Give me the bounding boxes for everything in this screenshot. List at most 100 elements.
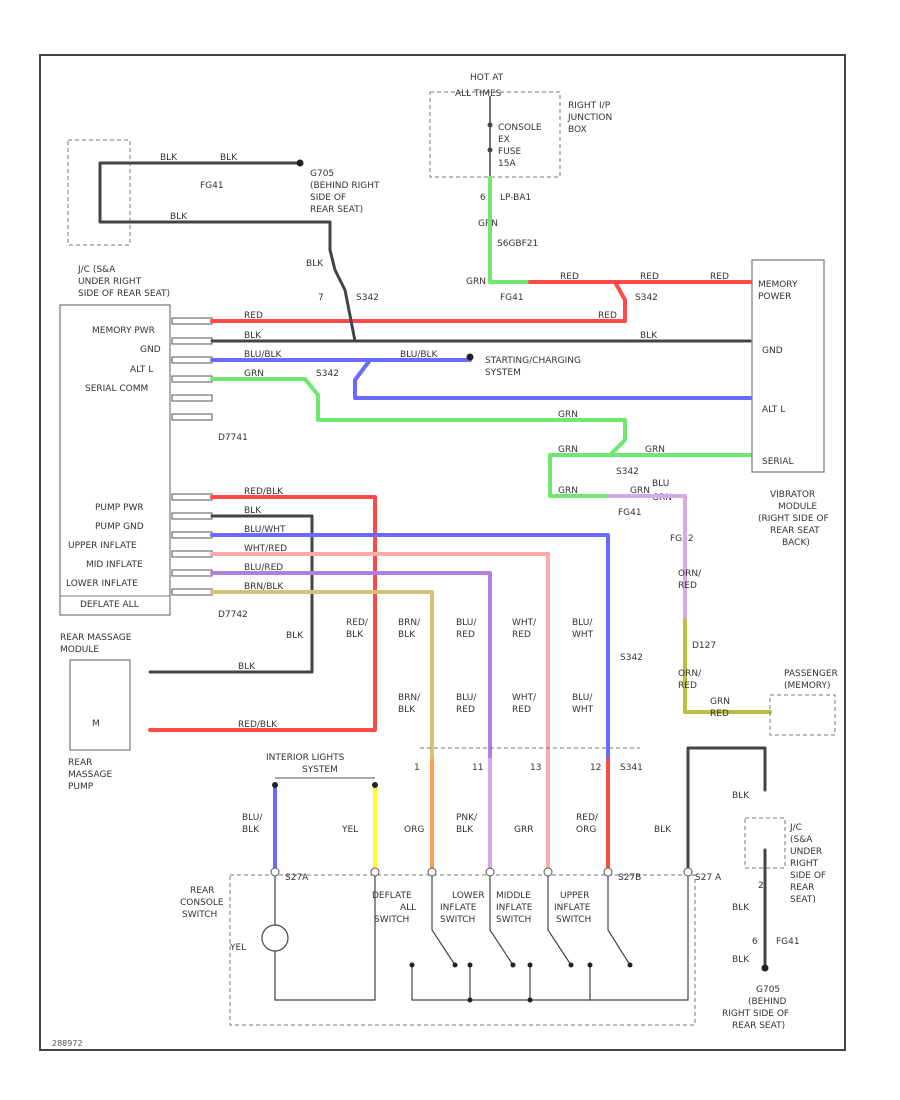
interior-label-2: SYSTEM bbox=[302, 765, 338, 775]
sw-deflate-2: ALL bbox=[400, 903, 416, 913]
red-label-1: RED bbox=[244, 311, 263, 321]
drop-n1: 1 bbox=[414, 763, 420, 773]
interior-node-left bbox=[272, 782, 278, 788]
ip-box-label-3: BOX bbox=[568, 125, 587, 135]
fuse-node bbox=[487, 122, 493, 128]
grn-mid-5: GRN bbox=[630, 486, 650, 496]
drop-n4: 12 bbox=[590, 763, 601, 773]
ip-box-label-2: JUNCTION bbox=[567, 113, 612, 123]
blu-blk-label-2: BLU/BLK bbox=[400, 350, 439, 360]
rm-pump-1: REAR bbox=[68, 758, 92, 768]
red-label-mid-1: RED bbox=[560, 272, 579, 282]
grn-mid-4: GRN bbox=[558, 486, 578, 496]
gnd-top-label-4: REAR SEAT) bbox=[310, 205, 363, 215]
pin-7-label: 7 bbox=[318, 293, 324, 303]
console-conn-c: S27 A bbox=[695, 873, 722, 883]
lbl-serial-comm: SERIAL COMM bbox=[85, 384, 148, 394]
rm-pump-3: PUMP bbox=[68, 782, 94, 792]
diagram-frame bbox=[39, 54, 846, 1051]
red-blk-pump-wire bbox=[148, 495, 377, 732]
vib-title-3: (RIGHT SIDE OF bbox=[758, 514, 829, 524]
fg41-mid: FG41 bbox=[500, 293, 524, 303]
gnd-top-label-2: (BEHIND RIGHT bbox=[310, 181, 380, 191]
fuse-label-1: CONSOLE bbox=[498, 123, 542, 133]
console-terminals bbox=[270, 867, 693, 877]
gb-gnd-1: G705 bbox=[756, 985, 780, 995]
console-title-2: CONSOLE bbox=[180, 898, 224, 908]
bw-org: ORG bbox=[404, 825, 424, 835]
drop-blu-red-2: RED bbox=[456, 630, 475, 640]
grn-pass: GRN bbox=[710, 697, 730, 707]
blk-label-mid: BLK bbox=[640, 331, 658, 341]
gb-pin: 6 bbox=[752, 937, 758, 947]
fuse-node-2 bbox=[487, 147, 493, 153]
blk-gnd-drop bbox=[328, 248, 357, 343]
gb-gnd-2: (BEHIND bbox=[748, 997, 787, 1007]
lbl-alt-l: ALT L bbox=[130, 365, 153, 375]
grn-label-1: GRN bbox=[478, 219, 498, 229]
drop-blu-wht-2: WHT bbox=[572, 630, 594, 640]
drop-blk: BLK bbox=[286, 631, 304, 641]
drop-red-blk-1: RED/ bbox=[346, 618, 369, 628]
motor-icon: M bbox=[92, 719, 100, 729]
drop-wht-red-3: WHT/ bbox=[512, 693, 537, 703]
vib-serial: SERIAL bbox=[762, 457, 793, 467]
vib-alt: ALT L bbox=[762, 405, 785, 415]
gb-jc-3: UNDER bbox=[790, 847, 822, 857]
rear-massage-module-box bbox=[69, 659, 131, 751]
vib-title-1: VIBRATOR bbox=[770, 490, 815, 500]
lbl-blu-red-a: BLU/RED bbox=[244, 563, 283, 573]
pin-6-label: 6 bbox=[480, 193, 486, 203]
vibrator-module-box bbox=[751, 259, 825, 473]
blu-mid: BLU bbox=[652, 479, 669, 489]
gnd-top-blk-2: BLK bbox=[220, 153, 238, 163]
bw-red-org-1: RED/ bbox=[576, 813, 599, 823]
jc-label-3: SIDE OF REAR SEAT) bbox=[78, 289, 170, 299]
blk-return-wire bbox=[686, 746, 767, 872]
control-module-box bbox=[59, 304, 171, 616]
jc-bottom-box bbox=[744, 817, 786, 869]
rear-console-switch-box bbox=[229, 874, 696, 1026]
red-label-mid-3: RED bbox=[598, 311, 617, 321]
vib-title-2: MODULE bbox=[778, 502, 817, 512]
red-pass: RED bbox=[710, 709, 729, 719]
gb-jc-6: REAR bbox=[790, 883, 814, 893]
drop-brn-blk-3: BRN/ bbox=[398, 693, 421, 703]
drop-brn-blk-1: BRN/ bbox=[398, 618, 421, 628]
grn-mid-3: GRN bbox=[645, 445, 665, 455]
starting-charging-node bbox=[466, 353, 474, 361]
drop-red-blk-2: BLK bbox=[346, 630, 364, 640]
lp-connector-label: LP-BA1 bbox=[500, 193, 531, 203]
bw-blu-blk-1: BLU/ bbox=[242, 813, 263, 823]
starter-note-1: STARTING/CHARGING bbox=[485, 356, 581, 366]
orn-red-1: ORN/ bbox=[678, 569, 702, 579]
drop-blu-red-1: BLU/ bbox=[456, 618, 477, 628]
passenger-box bbox=[769, 694, 836, 736]
sw-middle-3: SWITCH bbox=[496, 915, 531, 925]
jc-top-box bbox=[67, 139, 131, 246]
gnd-bottom-blk: BLK bbox=[170, 212, 188, 222]
olive-wire bbox=[683, 618, 772, 714]
vib-power: POWER bbox=[758, 292, 791, 302]
drop-blu-wht-4: WHT bbox=[572, 705, 594, 715]
sw-upper-1: UPPER bbox=[560, 891, 589, 901]
brn-blk-wire bbox=[210, 590, 434, 762]
sw-deflate-3: SWITCH bbox=[374, 915, 409, 925]
drop-n2: 11 bbox=[472, 763, 483, 773]
red-right-label: RED bbox=[710, 272, 729, 282]
sw-upper-2: INFLATE bbox=[554, 903, 591, 913]
bw-blu-blk-2: BLK bbox=[242, 825, 260, 835]
drop-s342: S342 bbox=[620, 653, 643, 663]
console-title-3: SWITCH bbox=[182, 910, 217, 920]
gnd-top-label-3: SIDE OF bbox=[310, 193, 346, 203]
jc-label-2: UNDER RIGHT bbox=[78, 277, 142, 287]
gb-gnd-4: REAR SEAT) bbox=[732, 1021, 785, 1031]
all-times-label: ALL TIMES bbox=[455, 89, 502, 99]
lbl-memory-pwr: MEMORY PWR bbox=[92, 326, 155, 336]
console-yel: YEL bbox=[229, 943, 246, 953]
footer-code: 288972 bbox=[52, 1039, 83, 1048]
module-pins bbox=[171, 317, 213, 596]
bw-red-org-2: ORG bbox=[576, 825, 596, 835]
interior-label-1: INTERIOR LIGHTS bbox=[266, 753, 345, 763]
